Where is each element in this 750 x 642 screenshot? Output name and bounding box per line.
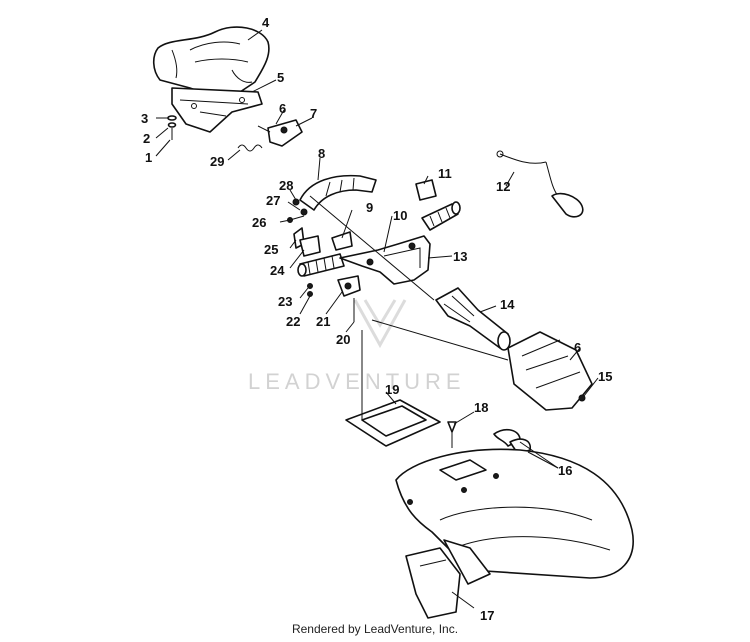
leader-lines [155,29,599,609]
hood-bracket [405,539,491,619]
left-grip [297,253,345,277]
callout-12: 12 [496,179,510,194]
steering-column [435,287,511,351]
callout-11: 11 [438,166,452,181]
callout-10: 10 [393,208,407,223]
callout-15: 15 [598,369,612,384]
callout-8: 8 [318,146,325,161]
steering-mount [507,331,593,411]
callout-17: 17 [480,608,494,623]
mounting-clips [493,428,532,455]
callout-2: 2 [143,131,150,146]
callout-3: 3 [141,111,148,126]
callout-6b: 6 [574,340,581,355]
callout-7: 7 [310,106,317,121]
callout-9: 9 [366,200,373,215]
screw-stack [167,115,177,140]
callout-28: 28 [279,178,293,193]
callout-19: 19 [385,382,399,397]
access-plate [345,399,441,447]
callout-23: 23 [278,294,292,309]
safety-lanyard [496,150,584,218]
spring [237,144,263,152]
reference-lines [309,195,509,420]
end-cap [415,179,437,201]
mounting-screw [447,421,457,448]
callouts: 4 5 6 7 3 2 1 29 8 28 27 26 25 24 9 10 1… [141,15,612,623]
callout-22: 22 [286,314,300,329]
callout-18: 18 [474,400,488,415]
seat [152,26,270,96]
callout-26: 26 [252,215,266,230]
callout-27: 27 [266,193,280,208]
washer-nut [307,283,313,297]
callout-16: 16 [558,463,572,478]
callout-20: 20 [336,332,350,347]
throttle-housing [299,235,321,257]
watermark-logo [353,299,407,349]
callout-5: 5 [277,70,284,85]
callout-6a: 6 [279,101,286,116]
hose [299,174,377,211]
callout-25: 25 [264,242,278,257]
seat-bracket [171,87,263,133]
right-grip [421,201,461,231]
callout-4: 4 [262,15,270,30]
callout-1: 1 [145,150,152,165]
callout-14: 14 [500,297,515,312]
switch-housing [337,275,361,322]
callout-21: 21 [316,314,330,329]
fastener-group [287,198,308,223]
watermark-text: LEADVENTURE [248,369,466,394]
footer-credit: Rendered by LeadVenture, Inc. [291,622,459,636]
hinge-bracket [257,119,303,147]
callout-24: 24 [270,263,285,278]
handlebar [339,235,431,285]
callout-29: 29 [210,154,224,169]
callout-13: 13 [453,249,467,264]
clamp-9 [331,231,353,251]
